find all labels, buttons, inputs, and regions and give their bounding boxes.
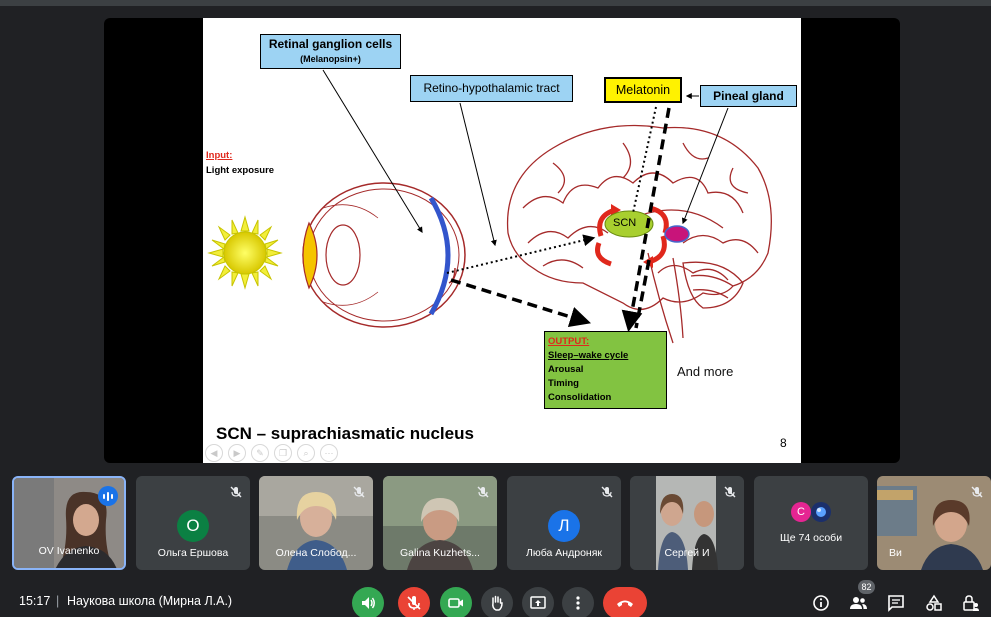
output-item: Arousal [548,364,584,375]
participant-tile[interactable]: Galina Kuzhets... [383,476,497,570]
camera-icon [448,598,463,608]
participant-name: Люба Андроняк [526,547,602,559]
mic-off-icon [230,486,242,498]
prev-slide-icon[interactable]: ◀ [205,444,223,462]
participant-name: OV Ivanenko [38,545,100,557]
participant-tile[interactable]: Л Люба Андроняк [507,476,621,570]
chat-icon [888,595,904,612]
participant-video [259,476,373,570]
camera-button[interactable] [440,587,472,617]
pen-icon[interactable]: ✎ [251,444,269,462]
participant-tile[interactable]: О Ольга Ершова [136,476,250,570]
slide: Retinal ganglion cells (Melanopsin+) Ret… [203,18,801,463]
microphone-button[interactable] [398,587,430,617]
scn-marker [595,204,669,268]
retino-hypothalamic-tract-label: Retino-hypothalamic tract [410,75,573,102]
top-strip [0,0,991,6]
participant-video [630,476,744,570]
slide-footer-title: SCN – suprachiasmatic nucleus [216,424,474,443]
info-icon [813,595,829,611]
leave-call-button[interactable] [603,587,647,617]
more-vertical-icon [576,596,580,610]
speaking-indicator-icon [98,486,118,506]
present-button[interactable] [522,587,554,617]
meeting-title: Наукова школа (Мирна Л.А.) [67,594,233,608]
participant-video [383,476,497,570]
present-screen-icon [530,596,546,609]
participant-name: Сергей И [664,547,710,559]
mic-off-icon [407,596,421,610]
input-value: Light exposure [206,165,275,176]
people-button[interactable] [847,592,869,614]
presentation-stage: Retinal ganglion cells (Melanopsin+) Ret… [104,18,900,463]
chat-button[interactable] [885,592,907,614]
participant-tile-more[interactable]: С Ще 74 особи [754,476,868,570]
clock: 15:17 [19,594,51,608]
meeting-controls-bar: 15:17 | Наукова школа (Мирна Л.А.) [0,578,991,617]
hand-icon [492,595,503,611]
mic-off-icon [971,486,983,498]
output-box: OUTPUT: Sleep–wake cycle Arousal Timing … [544,331,667,409]
mic-off-icon [477,486,489,498]
pineal-gland-label: Pineal gland [700,85,797,107]
input-label: Input: [206,150,233,161]
slide-page-number: 8 [780,436,787,450]
participant-video [14,478,124,568]
participant-name: Galina Kuzhets... [400,547,480,559]
next-slide-icon[interactable]: ▶ [228,444,246,462]
rgc-subtitle: (Melanopsin+) [300,54,361,64]
pineal-gland-marker [664,225,690,243]
participant-name: Олена Слобод... [275,547,357,559]
slide-controls: ◀ ▶ ✎ ❐ ⌕ ⋯ [205,444,338,462]
participant-name: Ольга Ершова [157,547,229,559]
avatar-image [811,502,831,522]
rgc-title: Retinal ganglion cells [268,37,393,51]
zoom-icon[interactable]: ⌕ [297,444,315,462]
audio-button[interactable] [352,587,384,617]
sparkle-icon [816,507,826,517]
participant-name: Ви [889,547,902,559]
output-item: Consolidation [548,392,612,403]
and-more-text: And more [677,364,734,379]
avatar: Л [548,510,580,542]
more-options-button[interactable] [562,587,594,617]
activities-button[interactable] [923,592,945,614]
output-item: Sleep–wake cycle [548,350,629,361]
sun-icon [207,215,283,290]
participant-video [877,476,991,570]
scn-label: SCN [613,217,637,229]
more-icon[interactable]: ⋯ [320,444,338,462]
melatonin-label: Melatonin [604,77,682,103]
shapes-icon [926,594,942,611]
more-participants-label: Ще 74 особи [779,532,843,544]
output-heading: OUTPUT: [548,336,590,347]
slide-illustration [207,69,772,344]
participant-tile[interactable]: Ви [877,476,991,570]
retinal-ganglion-cells-label: Retinal ganglion cells (Melanopsin+) [260,34,401,69]
participant-tile[interactable]: Олена Слобод... [259,476,373,570]
output-item: Timing [548,378,579,389]
separator: | [56,594,60,608]
lock-person-icon [963,595,979,611]
eye-illustration [302,182,466,328]
mic-off-icon [353,486,365,498]
participant-tile[interactable]: Сергей И [630,476,744,570]
people-icon [850,597,867,609]
raise-hand-button[interactable] [481,587,513,617]
avatar: С [791,502,811,522]
avatar: О [177,510,209,542]
speaker-icon [362,597,375,609]
host-controls-button[interactable] [960,592,982,614]
pages-icon[interactable]: ❐ [274,444,292,462]
people-count-badge: 82 [858,580,875,594]
participant-tile[interactable]: OV Ivanenko [12,476,126,570]
mic-off-icon [601,486,613,498]
meeting-details-button[interactable] [810,592,832,614]
hang-up-icon [617,600,633,607]
mic-off-icon [724,486,736,498]
